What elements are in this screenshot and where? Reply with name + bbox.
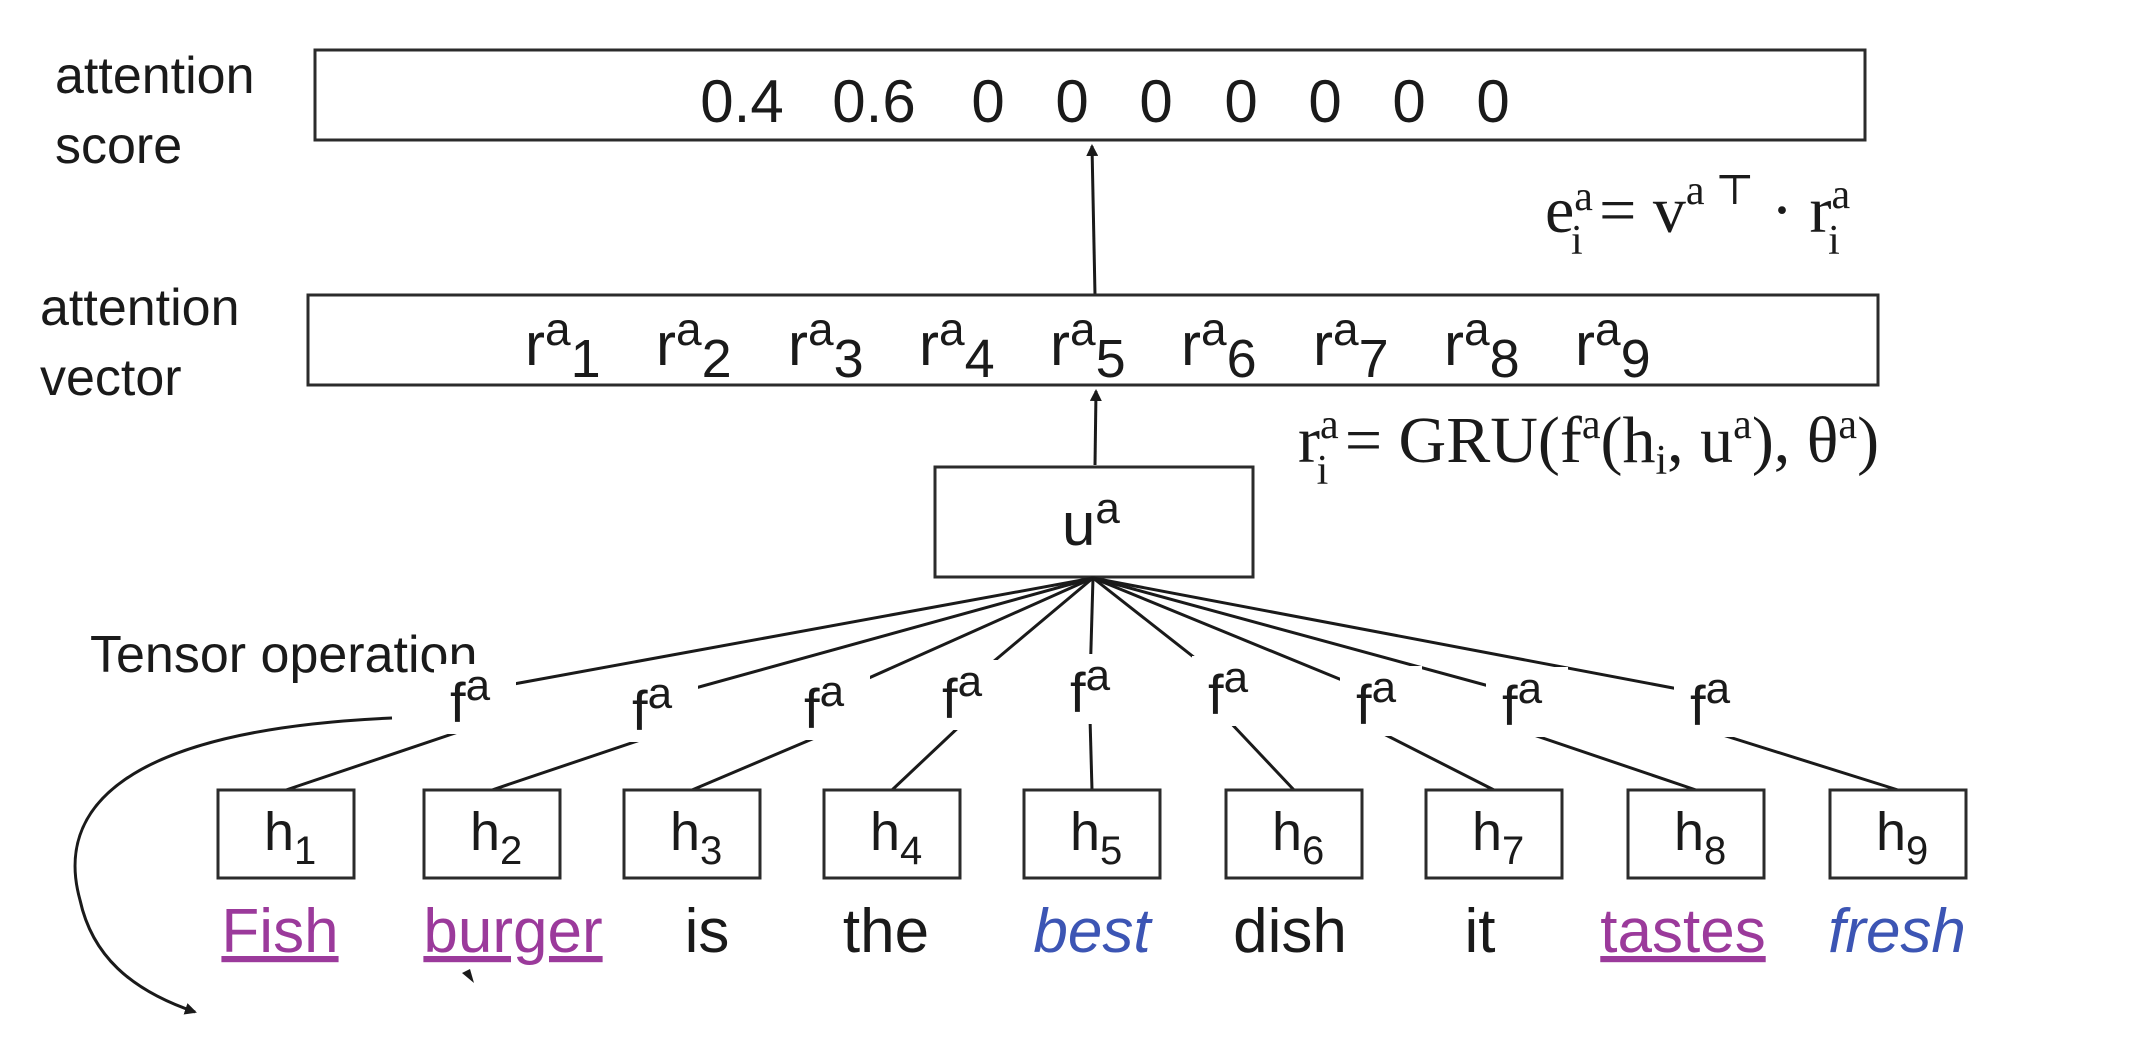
attention-score-value: 0 <box>1392 68 1425 135</box>
tensor-connection-lower <box>1709 729 1899 792</box>
attention-vector-item: ra3 <box>788 303 864 389</box>
tensor-node-mask <box>616 672 698 742</box>
u-node-label: ua <box>1062 484 1120 558</box>
attention-vector-item: ra5 <box>1050 303 1126 389</box>
tensor-connection-lower <box>285 726 471 792</box>
word-the: the <box>843 897 929 966</box>
attention-score-label-line1: attention <box>55 47 255 105</box>
sentence-words: Fish burger is the best dish it tastes fresh <box>221 897 1965 966</box>
tensor-node-mask <box>1192 656 1274 726</box>
attention-score-value: 0.4 <box>700 68 783 135</box>
attention-vector-values: ra1 ra2 ra3 ra4 ra5 ra6 ra7 ra8 ra9 <box>525 303 1651 389</box>
tensor-node-mask <box>1486 667 1568 737</box>
hidden-state-box <box>622 788 762 880</box>
tensor-node-mask <box>1674 667 1756 737</box>
tensor-node-mask <box>926 660 1008 730</box>
hidden-state-label: h2 <box>470 802 522 873</box>
tensor-connection-lower <box>1521 729 1697 792</box>
tensor-node-label: fa <box>804 667 845 740</box>
tensor-operation-label: Tensor operation <box>90 626 477 684</box>
attention-vector-label-line2: vector <box>40 349 182 407</box>
attention-vector-item: ra8 <box>1444 303 1520 389</box>
arrow-vector-to-score <box>1086 144 1099 296</box>
tensor-connection-upper <box>1092 576 1377 696</box>
hidden-state-label: h1 <box>264 802 316 873</box>
attention-score-box <box>313 48 1867 142</box>
attention-vector-item: ra6 <box>1181 303 1257 389</box>
hidden-state-box <box>1022 788 1162 880</box>
word-fish: Fish <box>221 897 338 966</box>
tensor-node-mask <box>1340 666 1422 736</box>
attention-vector-label-line1: attention <box>40 279 240 337</box>
word-is: is <box>685 897 730 966</box>
tensor-node-mask <box>788 670 870 740</box>
tensor-node-label: fa <box>1070 651 1111 724</box>
attention-score-value: 0 <box>1139 68 1172 135</box>
hidden-state-box <box>1424 788 1564 880</box>
tensor-connection-lower <box>1088 717 1094 791</box>
tensor-connection-upper <box>651 576 1094 702</box>
tensor-node-label: fa <box>1208 653 1249 726</box>
tensor-node-mask <box>1054 654 1136 724</box>
attention-vector-item: ra4 <box>919 303 995 389</box>
attention-vector-item: ra1 <box>525 303 601 389</box>
word-it: it <box>1465 897 1496 966</box>
attention-score-value: 0 <box>1476 68 1509 135</box>
small-pointer-mark <box>462 969 474 983</box>
attention-vector-item: ra9 <box>1575 303 1651 389</box>
tensor-operation-curved-arrow <box>73 716 393 1015</box>
attention-vector-item: ra2 <box>656 303 732 389</box>
tensor-node-label: fa <box>942 657 983 730</box>
word-burger: burger <box>423 897 602 966</box>
tensor-connection-upper <box>1092 576 1711 697</box>
hidden-states: h1 h2 h3 h4 h5 h6 h7 h8 h9 <box>216 788 1968 880</box>
word-best: best <box>1033 897 1153 966</box>
hidden-state-label: h4 <box>870 802 922 873</box>
hidden-state-box <box>422 788 562 880</box>
tensor-node-label: fa <box>450 661 491 734</box>
hidden-state-label: h9 <box>1876 802 1928 873</box>
tensor-connection-lower <box>1375 728 1495 792</box>
tensor-connection-upper <box>469 576 1094 694</box>
word-dish: dish <box>1233 897 1347 966</box>
hidden-state-label: h8 <box>1674 802 1726 873</box>
hidden-state-box <box>822 788 962 880</box>
arrow-u-to-vector <box>1089 389 1102 466</box>
tensor-connection-lower <box>1226 718 1296 792</box>
tensor-connection-upper <box>1092 576 1523 697</box>
hidden-state-label: h5 <box>1070 802 1122 873</box>
hidden-state-box <box>1828 788 1968 880</box>
hidden-state-label: h3 <box>670 802 722 873</box>
word-fresh: fresh <box>1828 897 1966 966</box>
attention-score-value: 0 <box>1224 68 1257 135</box>
attention-score-value: 0.6 <box>832 68 915 135</box>
tensor-connection-lower <box>691 732 825 792</box>
hidden-state-box <box>1626 788 1766 880</box>
word-tastes: tastes <box>1600 897 1765 966</box>
hidden-state-label: h7 <box>1472 802 1524 873</box>
tensor-connection-lower <box>890 722 964 792</box>
attention-vector-item: ra7 <box>1313 303 1389 389</box>
attention-score-value: 0 <box>971 68 1004 135</box>
attention-vector-box <box>306 293 1880 387</box>
tensor-node-label: fa <box>1356 663 1397 736</box>
tensor-node-label: fa <box>1502 664 1543 737</box>
hidden-state-box <box>1224 788 1364 880</box>
attention-score-value: 0 <box>1308 68 1341 135</box>
attention-score-label-line2: score <box>55 117 182 175</box>
tensor-connection-lower <box>491 734 653 792</box>
attention-score-value: 0 <box>1055 68 1088 135</box>
tensor-node-label: fa <box>632 669 673 742</box>
hidden-state-label: h6 <box>1272 802 1324 873</box>
tensor-node-mask <box>434 664 516 734</box>
tensor-operation-nodes: fa fa fa fa fa fa fa fa fa <box>434 651 1756 742</box>
hidden-state-box <box>216 788 356 880</box>
tensor-node-label: fa <box>1690 664 1731 737</box>
